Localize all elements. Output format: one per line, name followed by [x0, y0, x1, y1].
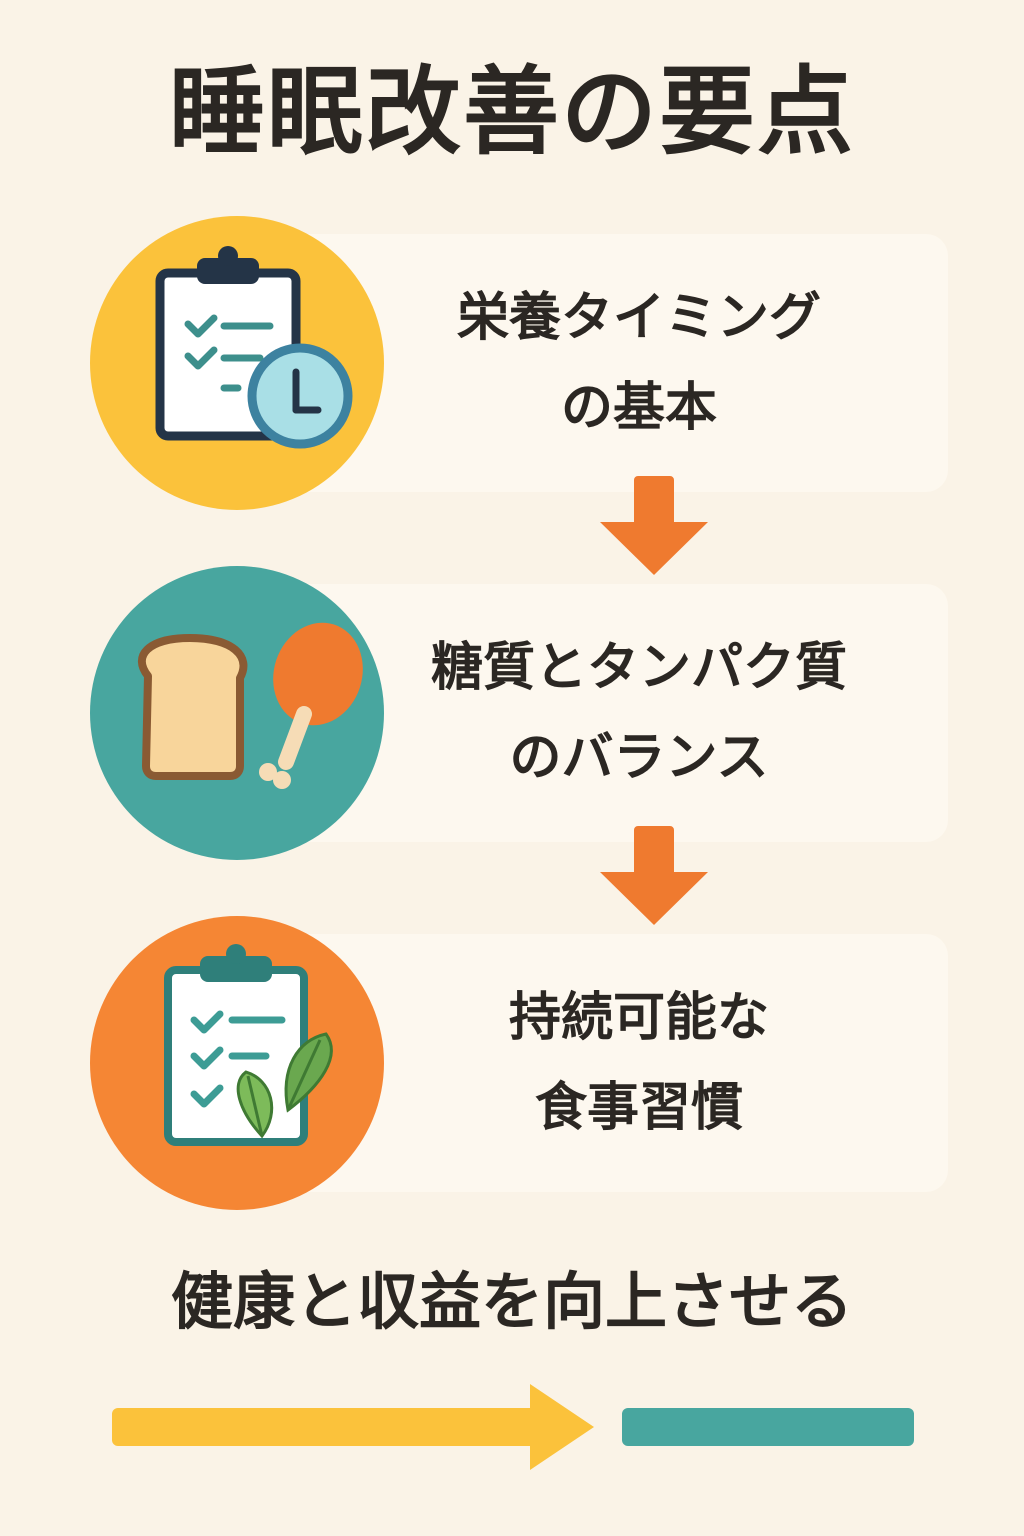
step-3-line-1: 持続可能な: [508, 988, 769, 1048]
down-arrow-icon: [600, 826, 708, 925]
step-2-line-1: 糖質とタンパク質: [430, 638, 847, 698]
down-arrow-icon: [600, 476, 708, 575]
step-1-line-1: 栄養タイミング: [456, 288, 821, 348]
bread-chicken-icon: [138, 622, 363, 789]
page-title: 睡眠改善の要点: [169, 56, 855, 168]
step-3-circle: [90, 916, 384, 1210]
right-arrow-icon: [530, 1384, 594, 1470]
checklist-leaf-icon: [164, 944, 333, 1146]
progress-arrow-bar: [112, 1384, 914, 1470]
clipboard-clock-icon: [155, 246, 353, 449]
conclusion-text: 健康と収益を向上させる: [170, 1265, 853, 1338]
yellow-bar: [112, 1408, 542, 1446]
step-2-circle: [90, 566, 384, 860]
step-2-line-2: のバランス: [509, 728, 769, 788]
step-1-circle: [90, 216, 384, 510]
step-3-line-2: 食事習慣: [534, 1078, 743, 1138]
step-1-line-2: の基本: [560, 378, 717, 438]
teal-bar: [622, 1408, 914, 1446]
